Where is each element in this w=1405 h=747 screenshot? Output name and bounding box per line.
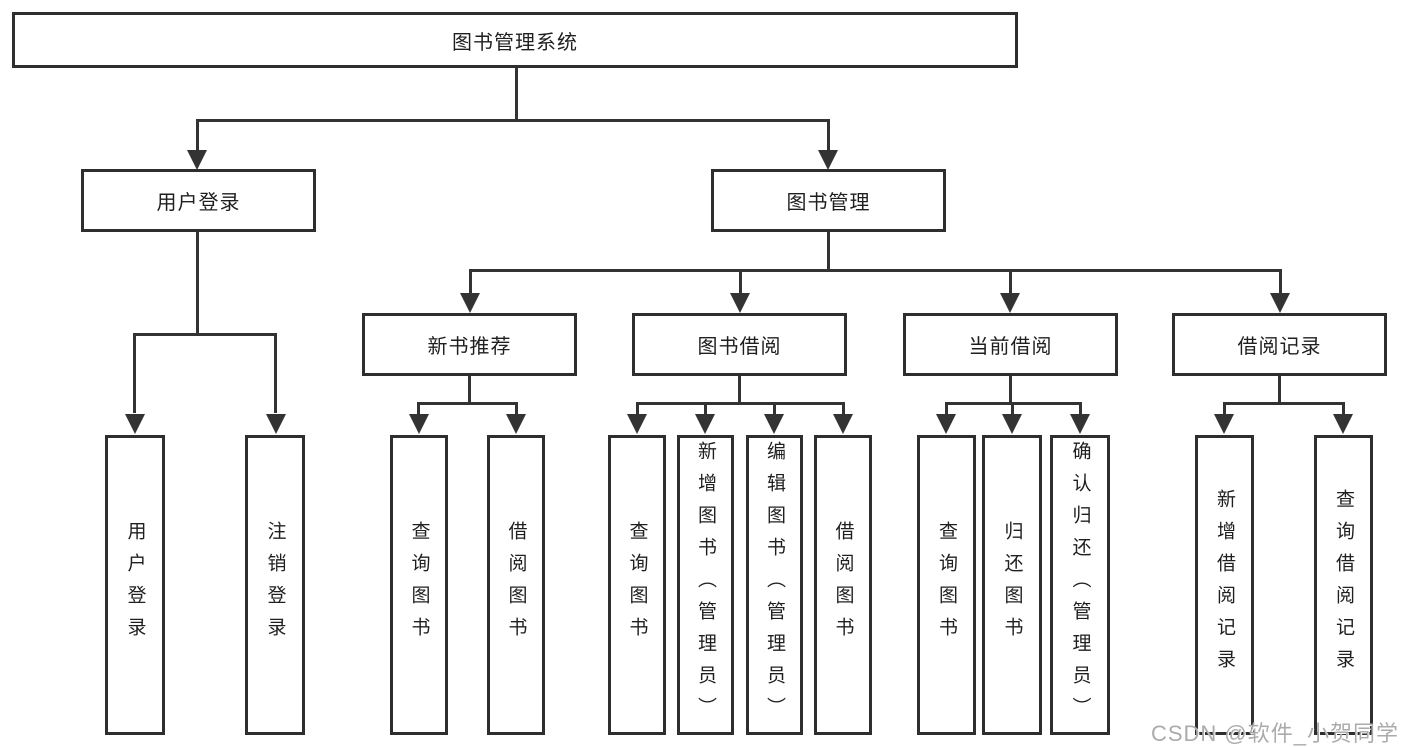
- node-label: 用户登录: [156, 192, 241, 214]
- connector-drop: [1079, 402, 1082, 414]
- leaf-label: 查询图书: [936, 521, 957, 649]
- arrowhead-leaf-user-login: [125, 414, 145, 434]
- connector-book-management-trunk: [827, 232, 830, 272]
- connector-book-borrow-trunk: [738, 376, 741, 405]
- connector-root-trunk: [515, 68, 518, 121]
- leaf-label: 新增借阅记录: [1214, 489, 1235, 681]
- connector-drop-new-book: [469, 269, 472, 294]
- leaf-logout: 注销登录: [245, 435, 305, 735]
- connector-drop-borrow-records: [1279, 269, 1282, 294]
- leaf-label: 借阅图书: [832, 521, 854, 649]
- connector-drop-current-borrow: [1009, 269, 1012, 294]
- connector-level2-splitter: [469, 269, 1282, 272]
- node-book-borrow: 图书借阅: [632, 313, 847, 376]
- arrowhead-leaf: [1333, 414, 1353, 434]
- leaf-borrow-book-1: 借阅图书: [487, 435, 545, 735]
- arrowhead-leaf: [409, 414, 429, 434]
- connector-drop-leaf-logout: [274, 333, 277, 413]
- arrowhead-leaf: [506, 414, 526, 434]
- leaf-query-book-2: 查询图书: [608, 435, 666, 735]
- leaf-add-book-admin: 新增图书（管理员）: [677, 435, 734, 735]
- node-user-login: 用户登录: [81, 169, 316, 232]
- leaf-label: 确认归还（管理员）: [1069, 441, 1091, 729]
- leaf-label: 查询图书: [408, 521, 430, 649]
- connector-new-book-trunk: [468, 376, 471, 405]
- connector-drop: [636, 402, 639, 414]
- connector-user-login-splitter: [133, 333, 277, 336]
- arrowhead-leaf: [936, 414, 956, 434]
- arrowhead-book-borrow: [730, 293, 750, 313]
- node-borrow-records: 借阅记录: [1172, 313, 1387, 376]
- leaf-label: 查询图书: [626, 521, 648, 649]
- connector-drop: [1342, 402, 1345, 414]
- connector-new-book-splitter: [417, 402, 518, 405]
- connector-level1-splitter: [196, 119, 830, 122]
- leaf-label: 编辑图书（管理员）: [764, 441, 785, 729]
- node-library-management-system: 图书管理系统: [12, 12, 1018, 68]
- connector-drop: [945, 402, 948, 414]
- node-label: 图书管理系统: [452, 31, 578, 54]
- connector-drop: [515, 402, 518, 414]
- connector-drop: [1011, 402, 1014, 414]
- leaf-label: 注销登录: [264, 521, 286, 649]
- leaf-label: 借阅图书: [505, 521, 527, 649]
- connector-drop-user-login: [196, 119, 199, 151]
- leaf-query-book-1: 查询图书: [390, 435, 448, 735]
- arrowhead-borrow-records: [1270, 293, 1290, 313]
- arrowhead-new-book: [460, 293, 480, 313]
- arrowhead-leaf-logout: [266, 414, 286, 434]
- node-label: 新书推荐: [427, 336, 512, 358]
- connector-drop: [773, 402, 776, 414]
- connector-borrow-records-trunk: [1278, 376, 1281, 405]
- leaf-label: 用户登录: [124, 521, 146, 649]
- csdn-watermark: CSDN @软件_小贺同学: [1150, 721, 1399, 746]
- leaf-confirm-return-admin: 确认归还（管理员）: [1050, 435, 1110, 735]
- arrowhead-leaf: [833, 414, 853, 434]
- connector-drop: [417, 402, 420, 414]
- leaf-label: 新增图书（管理员）: [695, 441, 716, 729]
- arrowhead-leaf: [1002, 414, 1022, 434]
- leaf-query-book-3: 查询图书: [917, 435, 976, 735]
- node-label: 当前借阅: [968, 336, 1053, 358]
- connector-drop-book-management: [827, 119, 830, 151]
- arrowhead-leaf: [1214, 414, 1234, 434]
- connector-borrow-records-splitter: [1223, 402, 1345, 405]
- leaf-return-book: 归还图书: [982, 435, 1042, 735]
- leaf-user-login: 用户登录: [105, 435, 165, 735]
- node-label: 图书借阅: [697, 336, 782, 358]
- node-label: 借阅记录: [1237, 336, 1322, 358]
- arrowhead-user-login: [187, 150, 207, 170]
- leaf-label: 归还图书: [1001, 521, 1023, 649]
- connector-drop: [704, 402, 707, 414]
- connector-current-borrow-trunk: [1009, 376, 1012, 405]
- leaf-edit-book-admin: 编辑图书（管理员）: [746, 435, 803, 735]
- connector-drop-book-borrow: [739, 269, 742, 294]
- node-book-management: 图书管理: [711, 169, 946, 232]
- leaf-borrow-book-2: 借阅图书: [814, 435, 872, 735]
- connector-drop: [1223, 402, 1226, 414]
- arrowhead-book-management: [818, 150, 838, 170]
- arrowhead-leaf: [627, 414, 647, 434]
- leaf-add-borrow-record: 新增借阅记录: [1195, 435, 1254, 735]
- node-new-book-recommend: 新书推荐: [362, 313, 577, 376]
- node-label: 图书管理: [786, 192, 871, 214]
- node-current-borrow: 当前借阅: [903, 313, 1118, 376]
- connector-drop-leaf-user-login: [133, 333, 136, 413]
- connector-book-borrow-splitter: [636, 402, 845, 405]
- leaf-label: 查询借阅记录: [1333, 489, 1354, 681]
- arrowhead-current-borrow: [1000, 293, 1020, 313]
- connector-drop: [842, 402, 845, 414]
- arrowhead-leaf: [1070, 414, 1090, 434]
- arrowhead-leaf: [764, 414, 784, 434]
- leaf-query-borrow-record: 查询借阅记录: [1314, 435, 1373, 735]
- arrowhead-leaf: [695, 414, 715, 434]
- connector-user-login-trunk: [196, 232, 199, 336]
